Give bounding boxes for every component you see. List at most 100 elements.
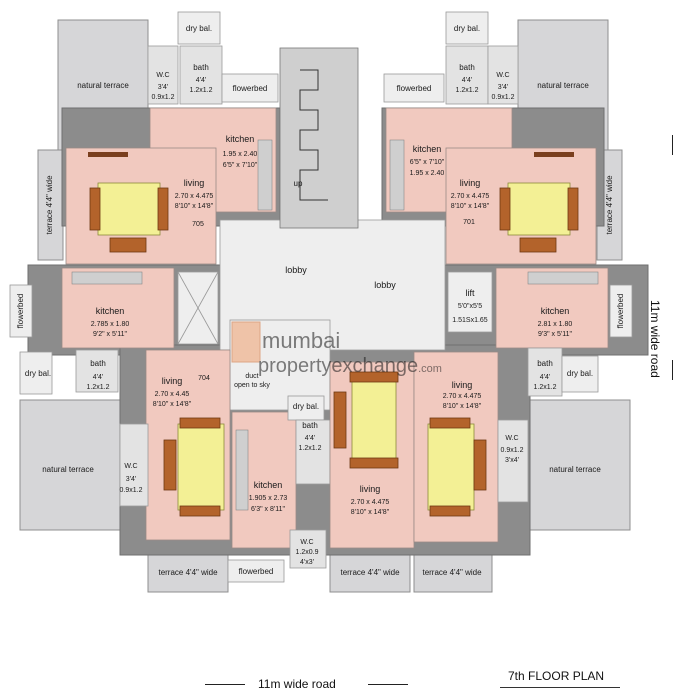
dry-bal-bl — [19, 351, 53, 395]
road-line-bottom-right — [368, 684, 408, 685]
label-kitchen-mr: kitchen — [541, 306, 570, 316]
staircase — [279, 47, 359, 229]
dim-wc-tl-2: 0.9x1.2 — [152, 94, 175, 101]
wc-bl — [119, 423, 149, 507]
dim-living-br-2: 8'10" x 14'8" — [443, 403, 482, 410]
label-bath-bc: bath — [302, 421, 318, 430]
sofa-br-2 — [429, 505, 471, 517]
counter-mr — [527, 271, 599, 285]
sofa-bl-3 — [163, 439, 177, 491]
label-flowerbed-mr: flowerbed — [616, 294, 625, 329]
road-line-bottom-left — [205, 684, 245, 685]
label-lobby-1: lobby — [285, 265, 307, 275]
label-terrace-left: terrace 4'4" wide — [45, 175, 54, 235]
bath-ml — [75, 349, 119, 393]
sofa-br-1 — [429, 417, 471, 429]
rug-bc — [351, 379, 397, 461]
counter-tl — [257, 139, 273, 211]
rug-tr — [507, 182, 571, 236]
label-kitchen-tl: kitchen — [226, 134, 255, 144]
sofa-bc-3 — [333, 391, 347, 449]
label-flowerbed-bc: flowerbed — [239, 567, 274, 576]
title-underline — [500, 687, 620, 688]
counter-tr — [389, 139, 405, 211]
label-dry-bal-bc: dry bal. — [293, 402, 319, 411]
label-natural-terrace-br: natural terrace — [549, 465, 601, 474]
sofa-bl-2 — [179, 505, 221, 517]
dim-living-tr-1: 2.70 x 4.475 — [451, 193, 490, 200]
flat-number-705: 705 — [192, 221, 204, 228]
dim-bath-mr-1: 4'4' — [540, 374, 550, 381]
dim-bath-tr-1: 4'4' — [462, 77, 472, 84]
terrace-bottom-3 — [413, 551, 493, 593]
label-dry-bal-tr: dry bal. — [454, 24, 480, 33]
road-line-right — [672, 135, 673, 155]
dim-kitchen-ml-2: 9'2" x 5'11" — [93, 331, 127, 338]
flowerbed-ml — [9, 284, 33, 338]
bath-tr — [445, 45, 489, 105]
flowerbed-tl — [221, 73, 279, 103]
door-tl — [88, 152, 128, 157]
wc-br — [497, 419, 529, 503]
dry-bal-bc — [287, 395, 325, 421]
wc-tl — [147, 45, 179, 105]
dim-kitchen-bc-1: 1.905 x 2.73 — [249, 495, 288, 502]
label-terrace-b3: terrace 4'4" wide — [422, 568, 482, 577]
road-bottom-label: 11m wide road — [258, 677, 336, 691]
dim-wc-tl-1: 3'4' — [158, 84, 168, 91]
label-flowerbed-tl: flowerbed — [233, 84, 268, 93]
label-natural-terrace-tl: natural terrace — [77, 81, 129, 90]
natural-terrace-bl — [19, 399, 121, 531]
label-terrace-b1: terrace 4'4" wide — [158, 568, 218, 577]
stair-arrow — [299, 69, 328, 201]
sofa-tr-2 — [567, 187, 579, 231]
dim-bath-tl-1: 4'4' — [196, 77, 206, 84]
flat-number-701: 701 — [463, 219, 475, 226]
dim-wc-tr-2: 0.9x1.2 — [492, 94, 515, 101]
lift-shaft — [447, 271, 493, 333]
dim-bath-tl-2: 1.2x1.2 — [190, 87, 213, 94]
dim-kitchen-tr-1: 6'5" x 7'10" — [410, 159, 445, 166]
flowerbed-mr — [609, 284, 633, 338]
dim-kitchen-mr-1: 2.81 x 1.80 — [538, 321, 573, 328]
bath-mr — [527, 347, 563, 397]
wc-tr — [487, 45, 519, 105]
dim-wc-bl-1: 3'4' — [126, 476, 136, 483]
flowerbed-tr — [383, 73, 445, 103]
dim-kitchen-tl-1: 1.95 x 2.40 — [223, 151, 258, 158]
sofa-tr-3 — [519, 237, 557, 253]
sofa-bc-1 — [349, 371, 399, 383]
rug-tl — [97, 182, 161, 236]
dim-wc-br-1: 0.9x1.2 — [501, 447, 524, 454]
label-duct: duct — [245, 373, 258, 380]
plan-title: 7th FLOOR PLAN — [508, 669, 605, 683]
label-wc-tl: W.C — [156, 72, 169, 79]
sofa-br-3 — [473, 439, 487, 491]
label-living-bc: living — [360, 484, 381, 494]
label-living-br: living — [452, 380, 473, 390]
label-living-tr: living — [460, 178, 481, 188]
dim-wc-tr-1: 3'4' — [498, 84, 508, 91]
dim-living-tl-2: 8'10" x 14'8" — [175, 203, 214, 210]
natural-terrace-br — [529, 399, 631, 531]
dim-living-bl-1: 2.70 x 4.45 — [155, 391, 190, 398]
terrace-left — [37, 149, 64, 261]
label-natural-terrace-tr: natural terrace — [537, 81, 589, 90]
label-lobby-2: lobby — [374, 280, 396, 290]
counter-ml — [71, 271, 143, 285]
dry-bal-br — [561, 355, 599, 393]
dim-wc-bl-2: 0.9x1.2 — [120, 487, 143, 494]
terrace-bottom-2 — [329, 551, 411, 593]
dim-wc-br-2: 3'x4' — [505, 457, 519, 464]
label-wc-tr: W.C — [496, 72, 509, 79]
dim-bath-ml-2: 1.2x1.2 — [87, 384, 110, 391]
sofa-bc-2 — [349, 457, 399, 469]
dim-kitchen-tr-2: 1.95 x 2.40 — [410, 170, 445, 177]
dim-living-br-1: 2.70 x 4.475 — [443, 393, 482, 400]
label-bath-tr: bath — [459, 63, 475, 72]
rug-bl — [177, 423, 225, 511]
label-flowerbed-ml: flowerbed — [16, 294, 25, 329]
dim-wc-bc-1: 1.2x0.9 — [296, 549, 319, 556]
dim-bath-ml-1: 4'4' — [93, 374, 103, 381]
